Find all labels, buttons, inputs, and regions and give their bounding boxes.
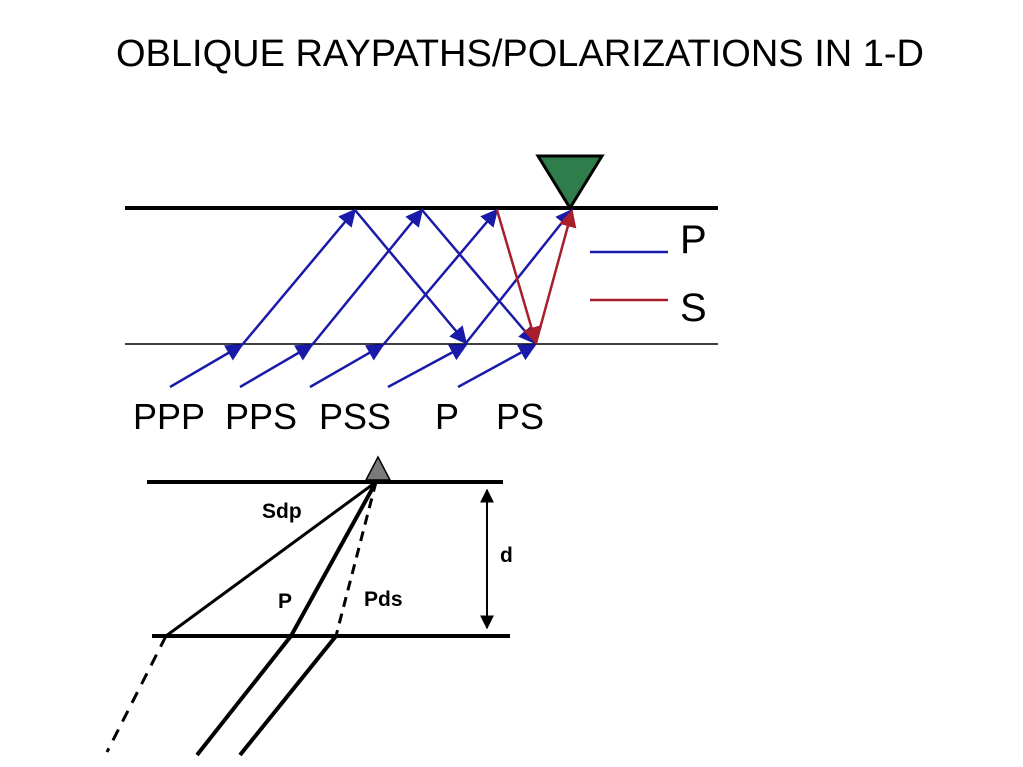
ray-label-p: P [435,396,459,437]
ray-ppp-incident [169,343,244,389]
ray-label-pps: PPS [225,396,297,437]
ray-pds-below [238,634,338,757]
ray-ppp-final [465,208,574,344]
ray-label-ppp: PPP [133,396,205,437]
lower-diagram: Sdp P Pds d [105,455,513,757]
label-sdp: Sdp [262,500,302,523]
ray-sdp [165,480,377,638]
ray-labels: PPP PPS PSS P PS [133,396,544,437]
ray-ppp-down [354,209,468,345]
legend-s-label: S [680,286,707,330]
station-icon [364,455,392,481]
ray-label-pss: PSS [319,396,391,437]
label-pds: Pds [364,588,403,611]
ray-pss-incident [309,343,385,389]
ray-pps-incident [239,343,314,389]
ray-p-lower-below [195,634,293,757]
legend: P S [590,218,707,330]
ray-p-incident [387,343,468,389]
ray-p-lower [289,481,378,637]
page-title: OBLIQUE RAYPATHS/POLARIZATIONS IN 1-D [115,33,924,75]
p-rays [169,208,574,389]
ray-pps-up [311,208,424,346]
ray-pss-up [382,208,499,346]
ray-ppp-up [241,208,357,346]
ray-s-up [534,209,577,344]
ray-label-ps: PS [496,396,544,437]
label-depth: d [500,544,513,567]
label-p-lower: P [278,590,292,613]
ray-pds [334,481,378,637]
ray-s-down [495,209,540,345]
s-rays [495,209,577,345]
ray-sdp-below [105,635,168,753]
ray-pps-down [421,209,537,345]
ray-ps-incident [457,343,537,389]
receiver-icon [535,154,605,211]
legend-p-label: P [680,218,707,262]
